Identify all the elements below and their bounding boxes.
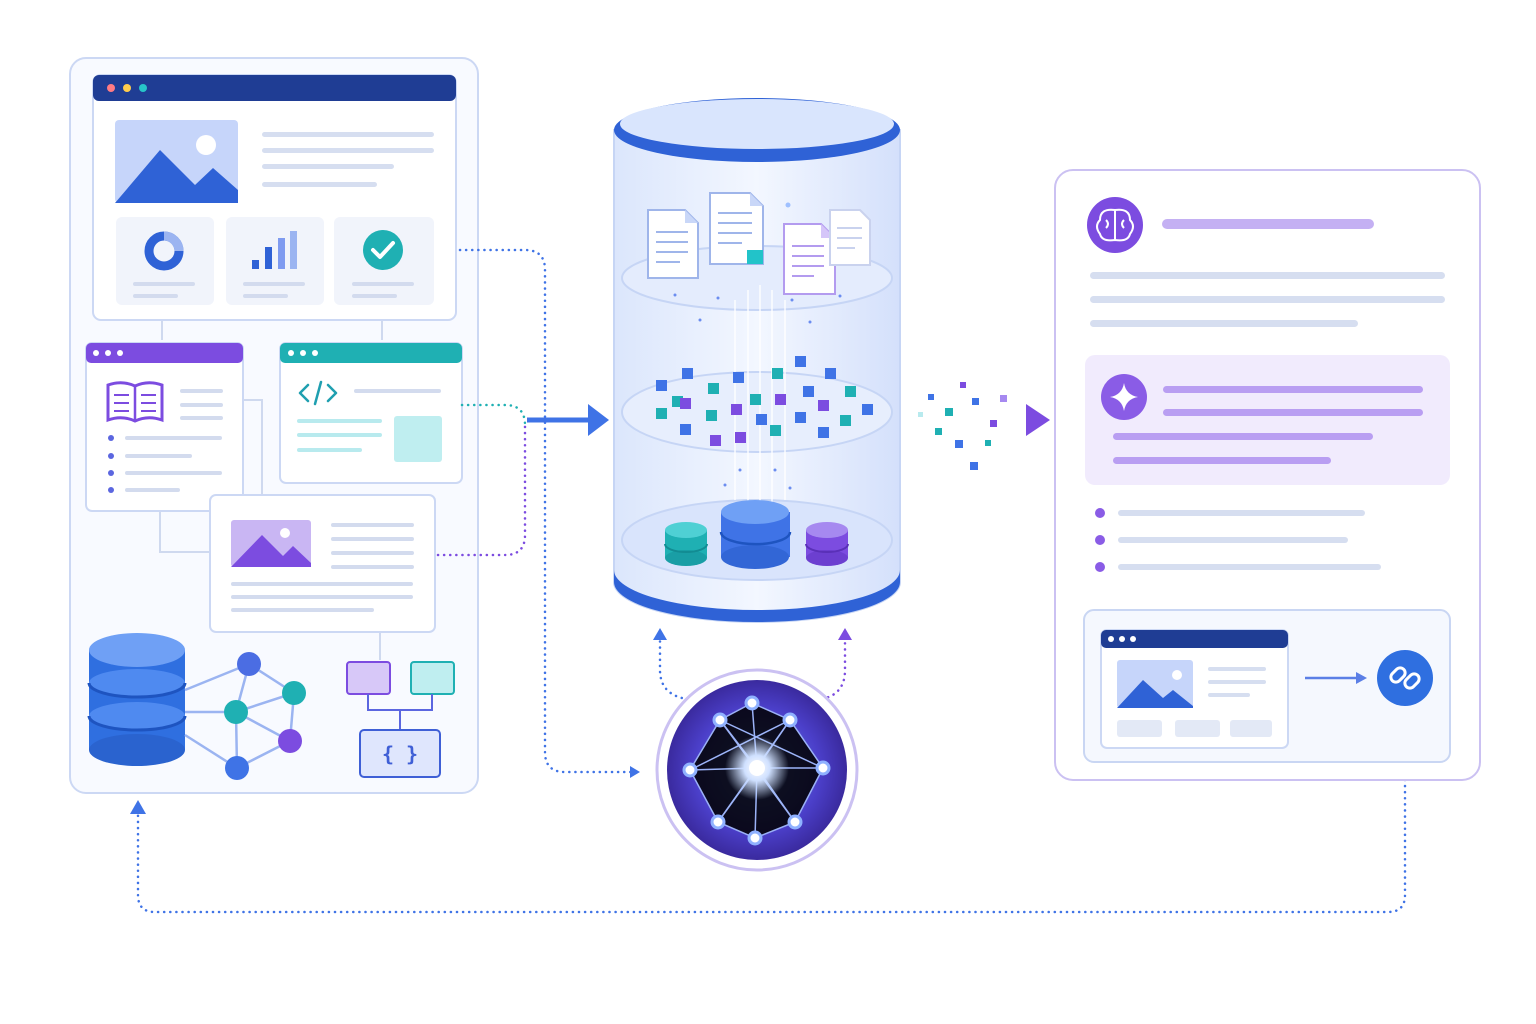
arrow-head bbox=[653, 628, 667, 640]
database-icon bbox=[87, 633, 187, 766]
json-braces-glyph: { } bbox=[382, 742, 418, 766]
ai-highlight-box bbox=[1085, 355, 1450, 485]
arrow-head bbox=[130, 800, 146, 814]
donut-chart-icon bbox=[144, 231, 184, 271]
code-icon bbox=[298, 380, 338, 406]
sparkle-icon bbox=[1101, 374, 1147, 420]
retrieval-flow-arrow bbox=[902, 382, 1050, 470]
bar-chart-icon bbox=[252, 231, 297, 269]
arrow-head bbox=[630, 766, 640, 778]
document-icon bbox=[647, 209, 699, 279]
vector-store-cylinder bbox=[613, 98, 901, 623]
code-document-card bbox=[279, 342, 463, 484]
image-document-card bbox=[209, 494, 436, 633]
document-icon bbox=[829, 209, 871, 266]
database-icon bbox=[664, 522, 708, 566]
json-schema-icon: { } bbox=[346, 661, 455, 778]
ingest-arrow bbox=[527, 404, 609, 436]
neural-network-icon bbox=[655, 668, 859, 872]
brain-icon bbox=[1087, 197, 1143, 253]
source-content-panel: { } bbox=[69, 57, 479, 794]
particle-dots bbox=[673, 202, 842, 490]
link-icon bbox=[1377, 650, 1433, 706]
arrow-head bbox=[838, 628, 852, 640]
book-document-card bbox=[85, 342, 244, 512]
document-icon bbox=[783, 223, 836, 295]
source-citation-box bbox=[1083, 609, 1451, 763]
database-icon bbox=[805, 522, 849, 566]
web-page-card bbox=[92, 74, 457, 321]
book-icon bbox=[106, 381, 164, 423]
document-icon bbox=[709, 192, 764, 265]
ai-answer-panel bbox=[1054, 169, 1481, 781]
vector-embedding-icon bbox=[656, 356, 873, 446]
web-page-icon bbox=[1100, 629, 1289, 749]
image-icon bbox=[115, 120, 238, 203]
image-icon bbox=[231, 520, 311, 567]
database-icon bbox=[719, 500, 792, 569]
knowledge-graph-icon bbox=[184, 652, 306, 780]
check-icon bbox=[363, 230, 403, 270]
